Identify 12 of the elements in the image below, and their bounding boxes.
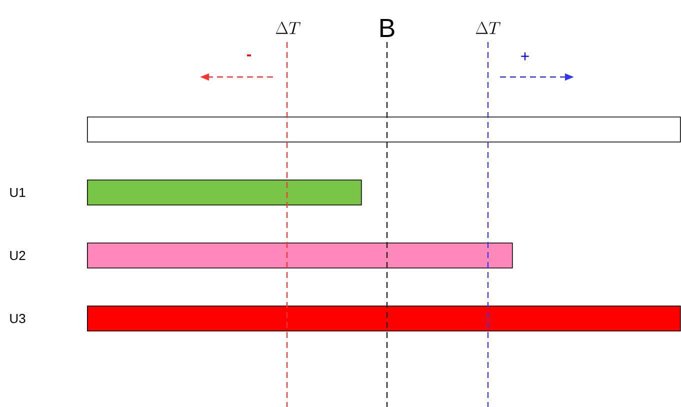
row-label: U2 xyxy=(10,250,26,260)
bar xyxy=(87,242,513,268)
delta-label: $\Delta T$ xyxy=(476,22,500,34)
bar xyxy=(87,306,681,332)
delta-label: $\Delta T$ xyxy=(276,22,300,34)
sign-label: - xyxy=(246,54,252,56)
row-label: U1 xyxy=(10,188,26,198)
row-label: U3 xyxy=(10,314,26,324)
bar xyxy=(87,116,681,142)
sign-label: + xyxy=(521,52,529,60)
baseline-label: B xyxy=(380,19,394,37)
bar xyxy=(87,180,362,206)
